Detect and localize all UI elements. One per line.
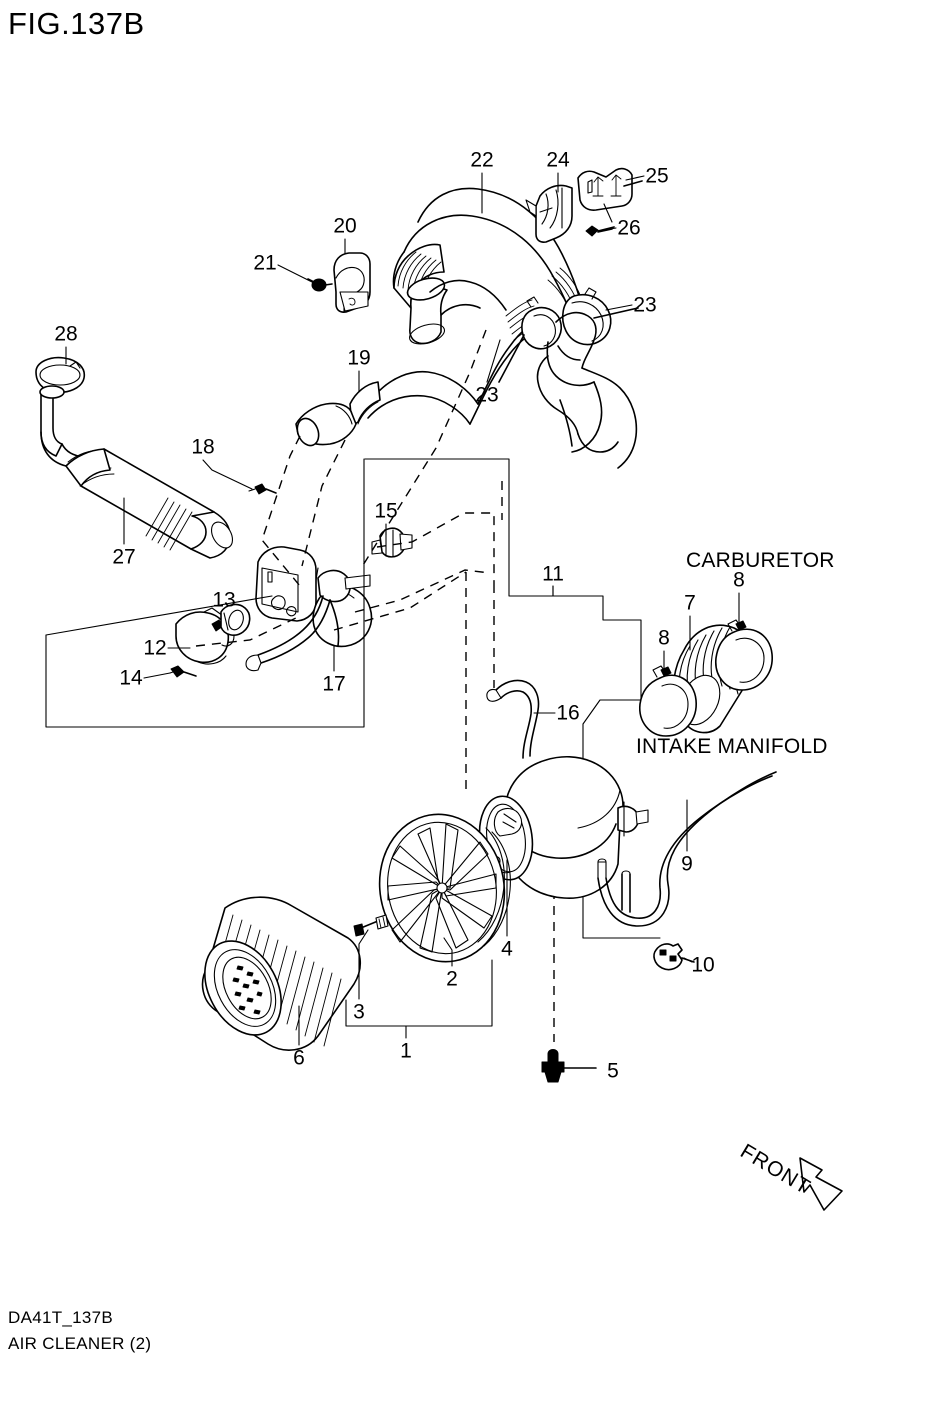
page-title: FIG.137B — [8, 6, 145, 41]
part-9-hose — [597, 771, 777, 927]
part-6-filter-element — [201, 896, 361, 1051]
front-direction-marker: FRONT — [736, 1128, 862, 1218]
callout-8-lower[interactable]: 8 — [658, 626, 670, 650]
callout-26[interactable]: 26 — [617, 216, 641, 240]
callout-25[interactable]: 25 — [645, 164, 669, 188]
part-28-clamp — [35, 356, 86, 394]
callout-7[interactable]: 7 — [684, 591, 696, 615]
part-23-clamp-upper — [561, 287, 639, 346]
callout-24[interactable]: 24 — [546, 148, 570, 172]
callout-5[interactable]: 5 — [607, 1059, 619, 1083]
callout-8-upper[interactable]: 8 — [733, 568, 745, 592]
callout-4[interactable]: 4 — [501, 937, 513, 961]
callout-28[interactable]: 28 — [54, 322, 78, 346]
breather-block-assembly — [245, 546, 373, 672]
part-24-hose-clip — [525, 184, 573, 243]
callout-9[interactable]: 9 — [681, 852, 693, 876]
callout-12[interactable]: 12 — [143, 636, 167, 660]
part-12-cap — [175, 607, 235, 665]
figure-code: DA41T_137B — [8, 1308, 114, 1327]
part-4-air-cleaner-body — [478, 755, 649, 899]
callout-11[interactable]: 11 — [542, 562, 564, 586]
part-3-screw — [353, 914, 389, 937]
part-5-mount-bolt — [541, 1049, 597, 1083]
callout-1[interactable]: 1 — [400, 1039, 412, 1063]
part-22-air-hose — [392, 187, 583, 345]
part-8-clamp-upper — [715, 619, 773, 691]
label-carburetor: CARBURETOR — [686, 549, 835, 572]
callout-2[interactable]: 2 — [446, 967, 458, 991]
callout-15[interactable]: 15 — [374, 499, 398, 523]
callout-10[interactable]: 10 — [691, 953, 715, 977]
callout-20[interactable]: 20 — [333, 214, 357, 238]
part-20-connector — [333, 252, 371, 313]
part-10-clip — [653, 943, 695, 971]
part-18-screw — [248, 483, 277, 495]
part-16-breather-hose — [486, 679, 540, 759]
front-label: FRONT — [736, 1139, 815, 1200]
callout-19[interactable]: 19 — [347, 346, 371, 370]
callout-23-upper[interactable]: 23 — [633, 293, 657, 317]
part-15-valve — [371, 527, 413, 558]
callout-3[interactable]: 3 — [353, 1000, 365, 1024]
part-8-clamp-lower — [639, 665, 697, 737]
figure-name: AIR CLEANER (2) — [8, 1334, 152, 1353]
label-intake-manifold: INTAKE MANIFOLD — [636, 735, 828, 758]
engine-rocker-cover — [536, 311, 638, 469]
part-14-screw — [169, 665, 197, 678]
part-7-connector-hose — [672, 624, 763, 734]
part-26-bolt — [585, 203, 615, 237]
callout-18[interactable]: 18 — [191, 435, 215, 459]
callout-16[interactable]: 16 — [556, 701, 580, 725]
callout-22[interactable]: 22 — [470, 148, 494, 172]
part-2-cleaner-cap — [378, 813, 511, 963]
callout-13[interactable]: 13 — [212, 588, 236, 612]
part-27-air-hose — [39, 385, 234, 559]
part-25-bracket — [577, 167, 643, 211]
callout-17[interactable]: 17 — [322, 672, 346, 696]
part-21-screw — [307, 278, 333, 292]
callout-27[interactable]: 27 — [112, 545, 136, 569]
callout-14[interactable]: 14 — [119, 666, 143, 690]
assembly-dashed-leaders — [195, 329, 555, 1042]
callout-23-lower[interactable]: 23 — [475, 383, 499, 407]
callout-6[interactable]: 6 — [293, 1046, 305, 1070]
part-19-elbow-hose — [295, 370, 479, 447]
callout-21[interactable]: 21 — [253, 251, 277, 275]
part-23-clamp-lower — [498, 296, 562, 383]
bracket-line-11 — [45, 458, 661, 939]
